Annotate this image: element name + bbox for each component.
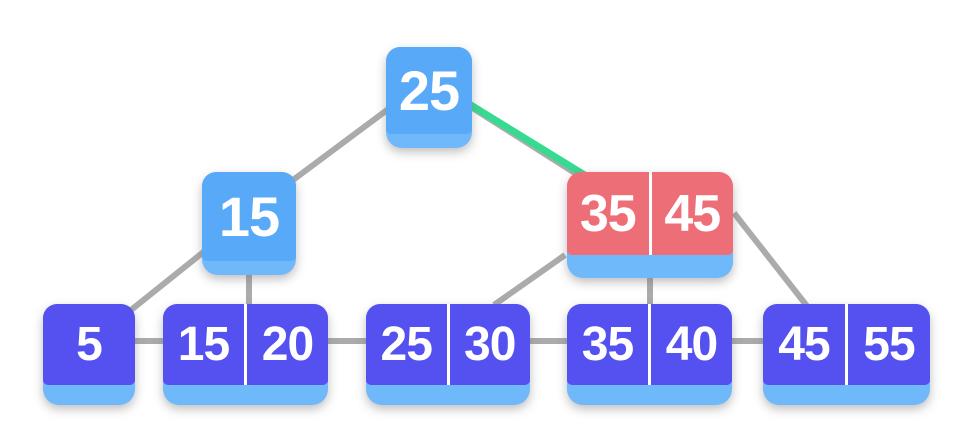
node-key: 35 [579,184,637,243]
node-key: 40 [648,304,732,385]
tree-leaf-5: 5 [43,304,135,405]
edge-15-to-leaf-5 [124,247,208,317]
edge-35-45-to-leaf-25-30 [492,252,567,308]
node-body: 35 40 [567,304,732,385]
tree-leaf-15-20: 15 20 [163,304,328,405]
node-key: 55 [845,304,930,385]
node-key: 45 [648,172,734,255]
node-body: 45 55 [763,304,930,385]
tree-leaf-45-55: 45 55 [763,304,930,405]
node-body: 35 45 [567,172,733,255]
edge-root-to-15 [287,104,393,186]
tree-node-35-45-highlighted: 35 45 [567,172,733,278]
edge-35-45-to-leaf-45-55 [731,211,810,308]
node-body: 5 [43,304,135,385]
node-body: 25 30 [366,304,530,385]
node-body: 15 [202,172,296,261]
tree-leaf-25-30: 25 30 [366,304,530,405]
node-key: 25 [398,59,460,122]
node-key: 30 [446,304,531,385]
node-key: 15 [177,318,230,371]
node-body: 25 [386,47,472,134]
node-key: 25 [380,318,433,371]
tree-node-15: 15 [202,172,296,275]
edge-root-to-35-45-highlighted [457,95,600,186]
node-key: 45 [778,318,830,371]
node-body: 15 20 [163,304,328,385]
node-key: 15 [218,185,280,248]
tree-node-root-25: 25 [386,47,472,148]
node-key: 5 [76,318,103,371]
tree-leaf-35-40: 35 40 [567,304,732,405]
node-key: 35 [581,318,634,371]
node-key: 20 [244,304,328,385]
